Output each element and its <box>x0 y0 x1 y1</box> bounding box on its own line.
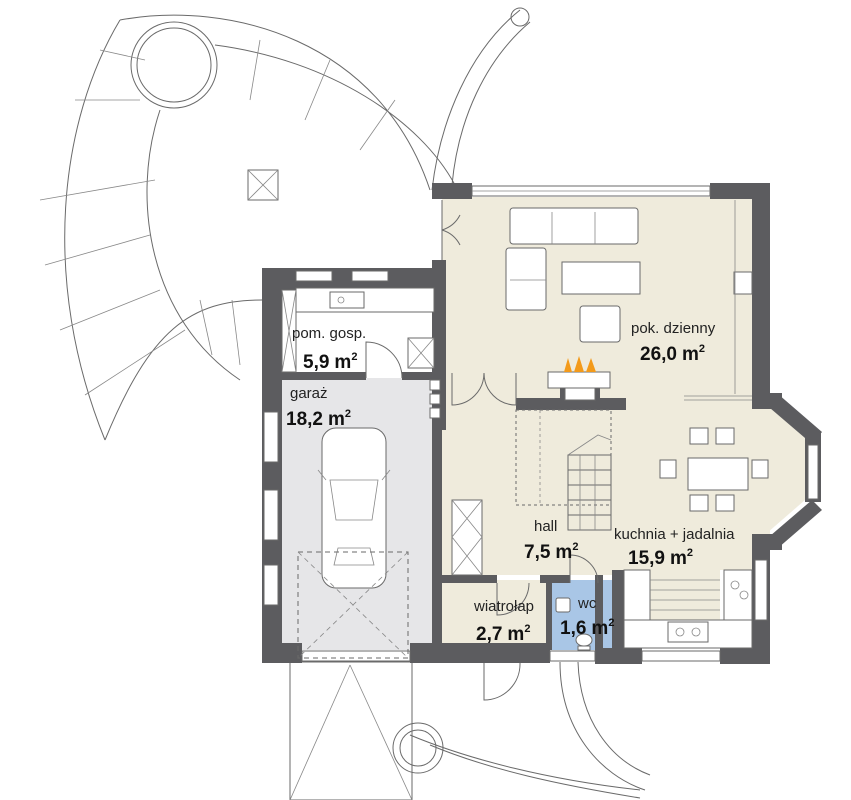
room-label-pok-dzienny: pok. dzienny <box>631 320 716 337</box>
room-label-pom-gosp: pom. gosp. <box>292 325 366 342</box>
room-label-wiatrolap: wiatrołap <box>473 598 534 615</box>
room-label-hall: hall <box>534 518 557 535</box>
stairs-icon <box>515 409 612 531</box>
room-label-garaz: garaż <box>290 385 328 402</box>
cabinet-icon <box>733 271 753 295</box>
utility-fixtures <box>281 287 441 419</box>
kitchen-counter-accent <box>650 570 720 620</box>
entrance-walkway <box>289 661 651 800</box>
stove-icon <box>723 569 753 621</box>
sink-icon <box>329 291 365 309</box>
vestibule-floor <box>438 580 548 650</box>
car-icon <box>297 427 409 659</box>
wardrobe-icon <box>451 499 483 576</box>
dining-table-icon <box>659 427 769 512</box>
floor-fills <box>278 197 805 650</box>
windows <box>263 185 819 662</box>
toilet-icon <box>555 597 593 651</box>
room-label-wc: wc <box>577 595 597 612</box>
terrace-curves <box>39 7 531 441</box>
armchair-icon <box>579 305 621 343</box>
coffee-table-icon <box>561 261 641 295</box>
fireplace-icon <box>547 356 611 401</box>
doors <box>365 200 599 701</box>
room-label-kuchnia-jadalnia: kuchnia + jadalnia <box>614 526 735 543</box>
kitchen-sink-icon <box>667 621 709 643</box>
sofa-icon <box>505 207 639 311</box>
kitchen-counter <box>623 569 753 649</box>
